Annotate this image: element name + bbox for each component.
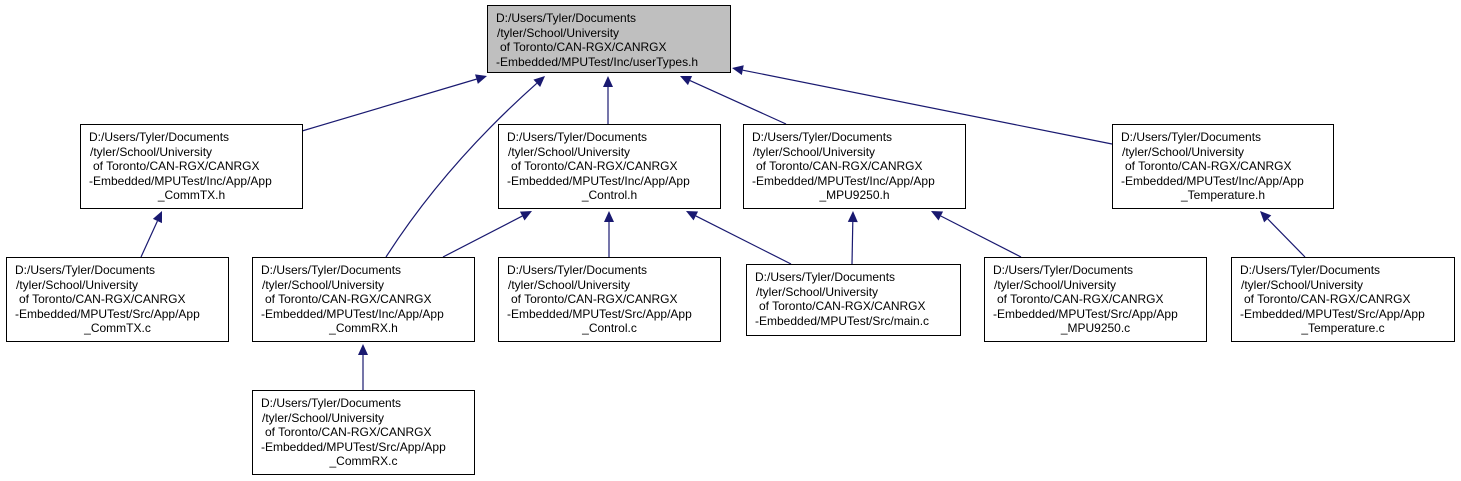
- node-line: -Embedded/MPUTest/Src/App/App: [261, 439, 446, 454]
- arrowhead-icon: [847, 211, 858, 223]
- arrowhead-icon: [533, 76, 545, 88]
- node-line: -Embedded/MPUTest/Src/App/App: [1240, 306, 1425, 321]
- node-line: _CommRX.h: [329, 321, 398, 335]
- node-line: -Embedded/MPUTest/Src/App/App: [993, 306, 1178, 321]
- node-line: of Toronto/CAN-RGX/CANRGX: [759, 299, 926, 313]
- node-line: D:/Users/Tyler/Documents: [507, 263, 648, 277]
- node-line: D:/Users/Tyler/Documents: [89, 130, 230, 144]
- node-line: of Toronto/CAN-RGX/CANRGX: [19, 292, 186, 306]
- node-line: -Embedded/MPUTest/Src/main.c: [755, 313, 930, 328]
- node-line: /tyler/School/University: [753, 144, 876, 159]
- node-line: of Toronto/CAN-RGX/CANRGX: [500, 40, 667, 54]
- node-line: /tyler/School/University: [16, 277, 139, 292]
- node-line: /tyler/School/University: [497, 25, 620, 40]
- node-line: _Control.h: [581, 188, 638, 202]
- node-line: D:/Users/Tyler/Documents: [261, 396, 402, 410]
- node-line: D:/Users/Tyler/Documents: [752, 130, 893, 144]
- node-line: D:/Users/Tyler/Documents: [507, 130, 648, 144]
- node-line: -Embedded/MPUTest/Inc/App/App: [752, 173, 935, 188]
- edge-main_c-to-mpu9250_h: [851, 221, 854, 265]
- arrowhead-icon: [475, 74, 487, 84]
- node-line: _MPU9250.h: [819, 188, 890, 202]
- node-app-mpu9250-c[interactable]: D:/Users/Tyler/Documents /tyler/School/U…: [984, 257, 1207, 342]
- edge-comm_rx_h-to-root: [385, 82, 538, 258]
- node-line: /tyler/School/University: [1241, 277, 1364, 292]
- node-line: _CommRX.c: [329, 454, 398, 468]
- edge-mpu9250_c-to-mpu9250_h: [940, 215, 1022, 258]
- node-line: D:/Users/Tyler/Documents: [1121, 130, 1262, 144]
- node-line: D:/Users/Tyler/Documents: [261, 263, 402, 277]
- node-line: /tyler/School/University: [262, 277, 385, 292]
- node-root-usertypes-h: D:/Users/Tyler/Documents /tyler/School/U…: [487, 5, 731, 73]
- node-line: /tyler/School/University: [262, 410, 385, 425]
- node-app-control-h[interactable]: D:/Users/Tyler/Documents /tyler/School/U…: [498, 124, 721, 209]
- node-app-mpu9250-h[interactable]: D:/Users/Tyler/Documents /tyler/School/U…: [743, 124, 966, 209]
- node-line: of Toronto/CAN-RGX/CANRGX: [93, 159, 260, 173]
- node-app-commrx-h[interactable]: D:/Users/Tyler/Documents /tyler/School/U…: [252, 257, 475, 342]
- node-app-commtx-c[interactable]: D:/Users/Tyler/Documents /tyler/School/U…: [6, 257, 229, 342]
- node-line: /tyler/School/University: [508, 144, 631, 159]
- node-line: D:/Users/Tyler/Documents: [1240, 263, 1381, 277]
- arrowhead-icon: [1260, 211, 1272, 223]
- node-line: _MPU9250.c: [1060, 321, 1131, 335]
- edge-main_c-to-control_h: [695, 215, 792, 265]
- node-line: D:/Users/Tyler/Documents: [15, 263, 156, 277]
- node-line: /tyler/School/University: [1122, 144, 1245, 159]
- node-line: /tyler/School/University: [994, 277, 1117, 292]
- arrowhead-icon: [358, 344, 368, 355]
- node-line: /tyler/School/University: [756, 284, 879, 299]
- edge-comm_rx_h-to-control_h: [442, 215, 523, 258]
- node-line: /tyler/School/University: [90, 144, 213, 159]
- node-app-control-c[interactable]: D:/Users/Tyler/Documents /tyler/School/U…: [498, 257, 721, 342]
- node-line: of Toronto/CAN-RGX/CANRGX: [1244, 292, 1411, 306]
- node-line: -Embedded/MPUTest/Inc/App/App: [89, 173, 272, 188]
- arrowhead-icon: [680, 75, 693, 86]
- arrowhead-icon: [931, 211, 944, 221]
- node-line: of Toronto/CAN-RGX/CANRGX: [1125, 159, 1292, 173]
- edge-temperature_h-to-root: [742, 69, 1113, 145]
- edge-mpu9250_h-to-root: [689, 79, 787, 125]
- node-app-temperature-h[interactable]: D:/Users/Tyler/Documents /tyler/School/U…: [1112, 124, 1334, 209]
- node-main-c[interactable]: D:/Users/Tyler/Documents /tyler/School/U…: [746, 264, 961, 336]
- arrowhead-icon: [732, 65, 744, 76]
- edge-comm_tx_h-to-root: [301, 78, 477, 132]
- arrowhead-icon: [519, 211, 532, 221]
- edge-comm_tx_c-to-comm_tx_h: [140, 220, 158, 258]
- node-line: D:/Users/Tyler/Documents: [993, 263, 1134, 277]
- arrowhead-icon: [604, 211, 614, 222]
- node-line: _Temperature.h: [1180, 188, 1266, 202]
- node-line: of Toronto/CAN-RGX/CANRGX: [756, 159, 923, 173]
- node-line: -Embedded/MPUTest/Inc/App/App: [261, 306, 444, 321]
- node-line: _CommTX.h: [157, 188, 226, 202]
- node-line: of Toronto/CAN-RGX/CANRGX: [511, 292, 678, 306]
- node-line: _CommTX.c: [84, 321, 151, 335]
- node-line: of Toronto/CAN-RGX/CANRGX: [511, 159, 678, 173]
- node-line: _Control.c: [582, 321, 637, 335]
- node-line: -Embedded/MPUTest/Inc/App/App: [507, 173, 690, 188]
- arrowhead-icon: [603, 76, 613, 87]
- node-app-commrx-c[interactable]: D:/Users/Tyler/Documents /tyler/School/U…: [252, 390, 475, 475]
- node-line: /tyler/School/University: [508, 277, 631, 292]
- node-line: of Toronto/CAN-RGX/CANRGX: [265, 425, 432, 439]
- node-line: -Embedded/MPUTest/Inc/userTypes.h: [496, 54, 699, 69]
- arrowhead-icon: [152, 211, 162, 224]
- node-line: of Toronto/CAN-RGX/CANRGX: [265, 292, 432, 306]
- node-app-temperature-c[interactable]: D:/Users/Tyler/Documents /tyler/School/U…: [1231, 257, 1455, 342]
- node-line: _Temperature.c: [1301, 321, 1385, 335]
- arrowhead-icon: [686, 211, 699, 221]
- node-line: -Embedded/MPUTest/Src/App/App: [507, 306, 692, 321]
- node-line: D:/Users/Tyler/Documents: [755, 270, 896, 284]
- node-line: D:/Users/Tyler/Documents: [496, 11, 637, 25]
- node-line: -Embedded/MPUTest/Src/App/App: [15, 306, 200, 321]
- edge-temperature_c-to-temperature_h: [1267, 218, 1306, 258]
- node-app-commtx-h[interactable]: D:/Users/Tyler/Documents /tyler/School/U…: [80, 124, 303, 209]
- node-line: of Toronto/CAN-RGX/CANRGX: [997, 292, 1164, 306]
- node-line: -Embedded/MPUTest/Inc/App/App: [1121, 173, 1304, 188]
